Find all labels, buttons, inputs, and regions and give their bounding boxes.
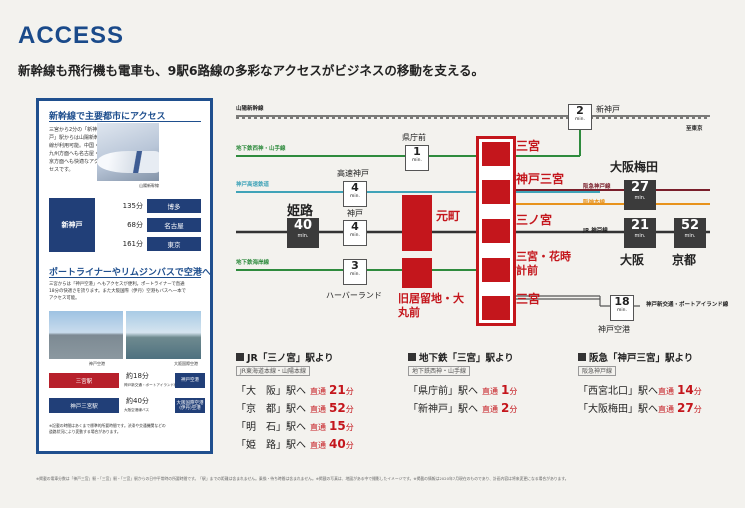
info-panel: 新幹線で主要都市にアクセス 三宮から2分の「新神戸」駅からは山陽新幹 線が利用可… (36, 98, 213, 454)
line-label-kosoku: 神戸高速鉄道 (236, 182, 270, 188)
station-kenchomae: 県庁前 (402, 133, 426, 142)
airport-heading: ポートライナーやリムジンバスで空港へ (49, 268, 211, 278)
line-label-seishin: 地下鉄西神・山手線 (236, 146, 286, 152)
line-label-hankyu: 阪急神戸線 (583, 184, 611, 190)
heading-rule (49, 121, 201, 122)
station-sannomiya-portliner: 三宮 (516, 292, 541, 306)
air-to-kobe: 神戸空港 (175, 373, 205, 388)
station-sannomiya-subway: 三宮 (516, 139, 541, 153)
origin-station: 新神戸 (49, 198, 95, 252)
line-label-portliner: 神戸新交通・ポートアイランド線 (646, 302, 729, 308)
station-kyukyoryuchi: 旧居留地・大丸前 (398, 292, 464, 319)
air-from-sannomiya: 三宮駅 (49, 373, 119, 388)
air-via: 神戸新交通・ポートアイランド線 (124, 383, 178, 387)
route-row: 161分東京 (97, 236, 201, 252)
hub-square (482, 142, 510, 166)
table-heading-subway: 地下鉄「三宮」駅より (408, 350, 514, 364)
line-label-sanyo: 山陽新幹線 (236, 106, 264, 112)
route-row: 135分博多 (97, 198, 201, 214)
table-heading-hankyu: 阪急「神戸三宮」駅より (578, 350, 693, 364)
station-osaka: 大阪 (620, 253, 645, 267)
station-motomachi: 元町 (436, 209, 461, 223)
station-shinkobe: 新神戸 (596, 105, 620, 114)
table-sub-subway: 地下鉄西神・山手線 (408, 366, 471, 376)
panel-note: ※記載の時間はあくまで標準的所要時間です。渋滞や交通機関などの道路状況により変動… (49, 423, 166, 434)
hub-square (482, 258, 510, 282)
station-kobeairport: 神戸空港 (598, 325, 630, 334)
shinkansen-text: 三宮から2分の「新神戸」駅からは山陽新幹 線が利用可能。中国・九州方面へも名古屋… (49, 127, 105, 173)
motomachi-block (402, 195, 432, 251)
station-hanadokei: 三宮・花時計前 (516, 250, 571, 277)
hub-square (482, 180, 510, 204)
osaka-airport-photo (126, 311, 201, 359)
air-to-itami: 大阪国際空港(伊丹)空港 (175, 398, 205, 413)
line-label-jr: JR 神戸線 (583, 228, 608, 234)
photo-caption: 山陽新幹線 (139, 183, 159, 188)
table-heading-jr: JR「三ノ宮」駅より (236, 350, 334, 364)
shinkansen-train-image (97, 151, 159, 173)
station-himeji: 姫路 (287, 204, 314, 219)
line-label-kaigan: 地下鉄海岸線 (236, 260, 270, 266)
page-subtitle: 新幹線も飛行機も電車も、9駅6路線の多彩なアクセスがビジネスの移動を支える。 (18, 63, 485, 78)
hub-square (482, 219, 510, 243)
station-kobe: 神戸 (347, 209, 363, 218)
station-sannomiya-jr: 三ノ宮 (516, 213, 553, 227)
station-kyoto: 京都 (672, 253, 697, 267)
air-time: 約40分 (126, 397, 149, 405)
hub-square (482, 296, 510, 320)
station-harborland: ハーバーランド (326, 291, 382, 300)
air-via: 大阪空港線バス (124, 408, 150, 412)
photo-caption: 大阪国際空港 (174, 361, 198, 366)
table-sub-hankyu: 阪急神戸線 (578, 366, 617, 376)
photo-caption: 神戸空港 (89, 361, 105, 366)
page-title: ACCESS (18, 22, 125, 49)
route-row: 68分名古屋 (97, 217, 201, 233)
table-sub-jr: JR東海道本線・山陽本線 (236, 366, 310, 376)
air-time: 約18分 (126, 372, 149, 380)
footnote: ※掲載の電車分数は「神戸三宮」駅・「三宮」駅・「三宮」駅からの日中平常時の所要時… (36, 476, 569, 481)
line-label-tokyo: 至東京 (686, 126, 703, 132)
line-label-hanshin: 阪神本線 (583, 200, 606, 206)
heading-rule (49, 277, 201, 278)
air-from-kobesannomiya: 神戸三宮駅 (49, 398, 119, 413)
kyukyoryuchi-block (402, 258, 432, 288)
station-kobesannomiya: 神戸三宮 (516, 172, 565, 186)
shinkansen-heading: 新幹線で主要都市にアクセス (49, 112, 166, 122)
kobe-airport-photo (49, 311, 123, 359)
station-osakaumeda: 大阪梅田 (610, 160, 659, 174)
station-kosokukobe: 高速神戸 (337, 169, 369, 178)
